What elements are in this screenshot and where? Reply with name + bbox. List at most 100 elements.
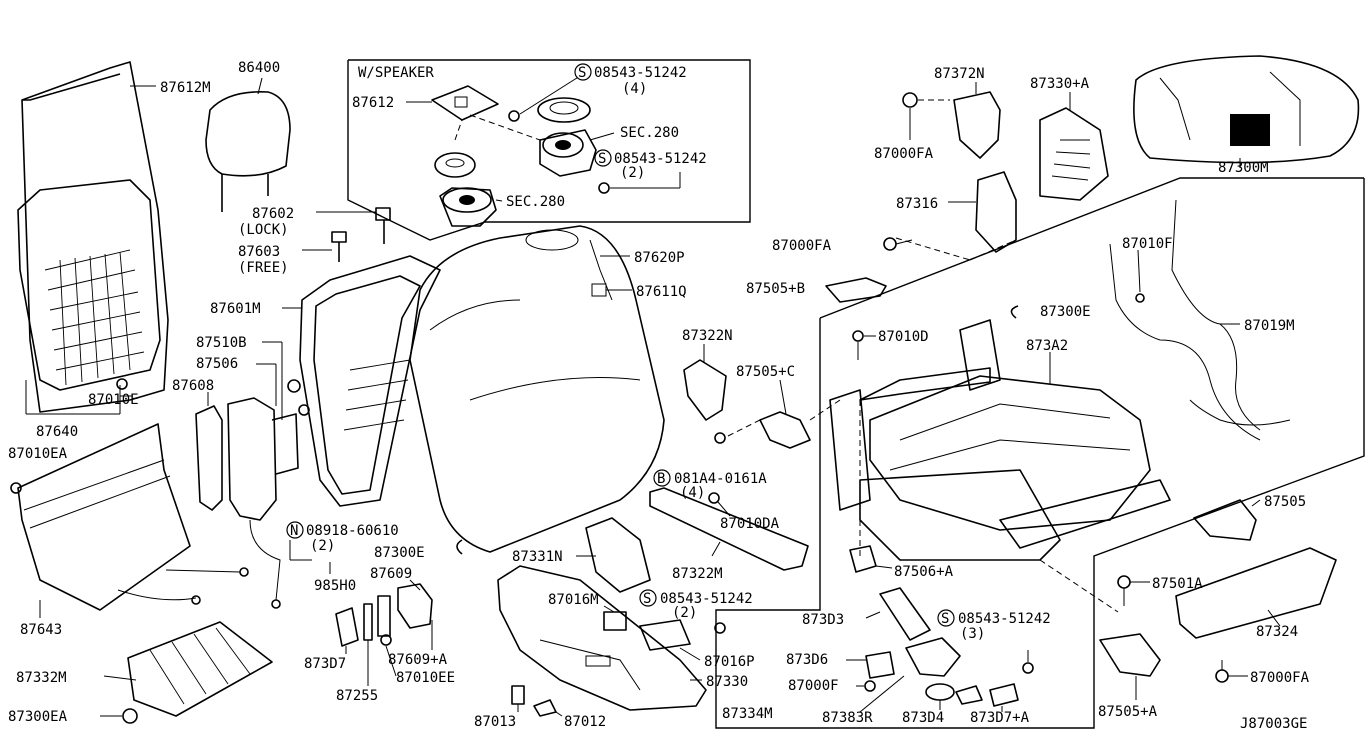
callout-87620P: 87620P bbox=[634, 250, 685, 266]
back-panel-87612M: 87612M bbox=[21, 61, 211, 413]
clips-group: 87609 87609+A 873D7 87255 87010EE 87300E bbox=[304, 539, 463, 704]
callout-87506A: 87506+A bbox=[894, 564, 954, 580]
callout-87602: 87602 bbox=[252, 206, 294, 222]
callout-87300EA: 87300EA bbox=[8, 709, 68, 725]
lower-cover-87332M: 87332M 87300EA bbox=[8, 621, 273, 725]
callout-sec280-b: SEC.280 bbox=[506, 194, 565, 210]
symbol-s-d: S bbox=[941, 611, 949, 627]
callout-08543-51242-c-qty: (2) bbox=[672, 605, 697, 621]
harness-87019M: 87010F 87019M 87300E bbox=[1010, 199, 1295, 441]
rail-cover-87322M: 87322M 87010DA B 081A4-0161A (4) bbox=[649, 469, 809, 582]
symbol-s-c: S bbox=[643, 591, 651, 607]
callout-081A4-qty: (4) bbox=[680, 485, 705, 501]
callout-87602-sub: (LOCK) bbox=[238, 222, 289, 238]
inset-label: W/SPEAKER bbox=[358, 65, 434, 81]
vehicle-location-icon: 87300M bbox=[1133, 55, 1360, 176]
switch-parts: 87016M 87016P S 08543-51242 (2) 87013 87… bbox=[474, 589, 755, 730]
callout-87609: 87609 bbox=[370, 566, 412, 582]
symbol-b: B bbox=[657, 471, 665, 487]
callout-87330: 87330 bbox=[706, 674, 748, 690]
callout-873D6: 873D6 bbox=[786, 652, 828, 668]
headrest-86400: 86400 bbox=[205, 60, 291, 212]
callout-87322M: 87322M bbox=[672, 566, 723, 582]
callout-87609A: 87609+A bbox=[388, 652, 448, 668]
symbol-s-a: S bbox=[578, 65, 586, 81]
callout-08543-51242-a-qty: (4) bbox=[622, 81, 647, 97]
callout-873D3: 873D3 bbox=[802, 612, 844, 628]
symbol-s-b: S bbox=[598, 151, 606, 167]
callout-87300E-a: 87300E bbox=[1040, 304, 1091, 320]
callout-87506: 87506 bbox=[196, 356, 238, 372]
callout-08543-51242-d: 08543-51242 bbox=[958, 611, 1051, 627]
callout-08918-60610: 08918-60610 bbox=[306, 523, 399, 539]
callout-87603-sub: (FREE) bbox=[238, 260, 289, 276]
callout-87611Q: 87611Q bbox=[636, 284, 687, 300]
callout-87505A: 87505+A bbox=[1098, 704, 1158, 720]
callout-87603: 87603 bbox=[238, 244, 280, 260]
diagram-id: J87003GE bbox=[1240, 716, 1307, 732]
callout-08543-51242-d-qty: (3) bbox=[960, 626, 985, 642]
callout-87019M: 87019M bbox=[1244, 318, 1295, 334]
callout-985H0: 985H0 bbox=[314, 578, 356, 594]
callout-87016P: 87016P bbox=[704, 654, 755, 670]
seatback-frame-87601M: 87601M bbox=[210, 255, 441, 507]
inner-cover-87331N: 87331N bbox=[512, 517, 651, 593]
bracket-87316: 87316 87000FA 87505+B bbox=[746, 171, 1017, 303]
seat-frame-873A2: 873A2 87010D bbox=[829, 319, 1171, 561]
callout-08543-51242-a: 08543-51242 bbox=[594, 65, 687, 81]
seat-assembly-box bbox=[715, 177, 1365, 729]
side-cover-87330: 87330 bbox=[497, 565, 748, 711]
callout-87000F: 87000F bbox=[788, 678, 839, 694]
side-airbag-area: 87608 87510B 87506 N 08918-60610 (2) 985… bbox=[172, 335, 399, 609]
callout-87501A: 87501A bbox=[1152, 576, 1203, 592]
callout-87013: 87013 bbox=[474, 714, 516, 730]
callout-87300M: 87300M bbox=[1218, 160, 1269, 176]
callout-87643: 87643 bbox=[20, 622, 62, 638]
brackets-87322N-87505C: 87322N 87505+C bbox=[682, 328, 841, 449]
back-cover-87643: 87010EA 87643 bbox=[8, 423, 249, 638]
callout-873D4: 873D4 bbox=[902, 710, 944, 726]
callout-87505C: 87505+C bbox=[736, 364, 795, 380]
callout-08918-qty: (2) bbox=[310, 538, 335, 554]
callout-87010EE: 87010EE bbox=[396, 670, 455, 686]
callout-08543-51242-b: 08543-51242 bbox=[614, 151, 707, 167]
callout-87000FA-b: 87000FA bbox=[772, 238, 832, 254]
callout-87640: 87640 bbox=[36, 424, 78, 440]
callout-87332M: 87332M bbox=[16, 670, 67, 686]
callout-87505B: 87505+B bbox=[746, 281, 805, 297]
callout-87324: 87324 bbox=[1256, 624, 1298, 640]
headrest-guides: 87602 (LOCK) 87603 (FREE) bbox=[238, 206, 391, 276]
callout-873A2: 873A2 bbox=[1026, 338, 1068, 354]
trim-87324-87505: 87505 87324 87501A 87000FA 87505+A bbox=[1098, 494, 1337, 720]
back-mesh-frame: 87010E 87640 bbox=[17, 179, 161, 440]
callout-87010D: 87010D bbox=[878, 329, 929, 345]
callout-87331N: 87331N bbox=[512, 549, 563, 565]
callout-sec280-a: SEC.280 bbox=[620, 125, 679, 141]
motor-parts: 87506+A 873D3 873D6 87000F 87334M 87383R… bbox=[722, 545, 1119, 726]
top-right-parts: 87000FA 87372N 87330+A bbox=[874, 66, 1109, 201]
callout-86400: 86400 bbox=[238, 60, 280, 76]
symbol-n: N bbox=[290, 523, 298, 539]
callout-87012: 87012 bbox=[564, 714, 606, 730]
callout-87510B: 87510B bbox=[196, 335, 247, 351]
callout-873D7A: 873D7+A bbox=[970, 710, 1030, 726]
callout-87300E-b: 87300E bbox=[374, 545, 425, 561]
speaker-inset: W/SPEAKER 87612 S 08543-51242 (4) SEC.28 bbox=[347, 59, 751, 241]
callout-873D7: 873D7 bbox=[304, 656, 346, 672]
callout-87330A: 87330+A bbox=[1030, 76, 1090, 92]
callout-87383R: 87383R bbox=[822, 710, 873, 726]
callout-87612M: 87612M bbox=[160, 80, 211, 96]
callout-87601M: 87601M bbox=[210, 301, 261, 317]
callout-87608: 87608 bbox=[172, 378, 214, 394]
callout-87612: 87612 bbox=[352, 95, 394, 111]
callout-87010F: 87010F bbox=[1122, 236, 1173, 252]
callout-87334M: 87334M bbox=[722, 706, 773, 722]
callout-081A4-0161A: 081A4-0161A bbox=[674, 471, 767, 487]
callout-87010EA: 87010EA bbox=[8, 446, 68, 462]
callout-87322N: 87322N bbox=[682, 328, 733, 344]
callout-87372N: 87372N bbox=[934, 66, 985, 82]
callout-87010DA: 87010DA bbox=[720, 516, 780, 532]
callout-87505: 87505 bbox=[1264, 494, 1306, 510]
callout-87000FA-a: 87000FA bbox=[874, 146, 934, 162]
